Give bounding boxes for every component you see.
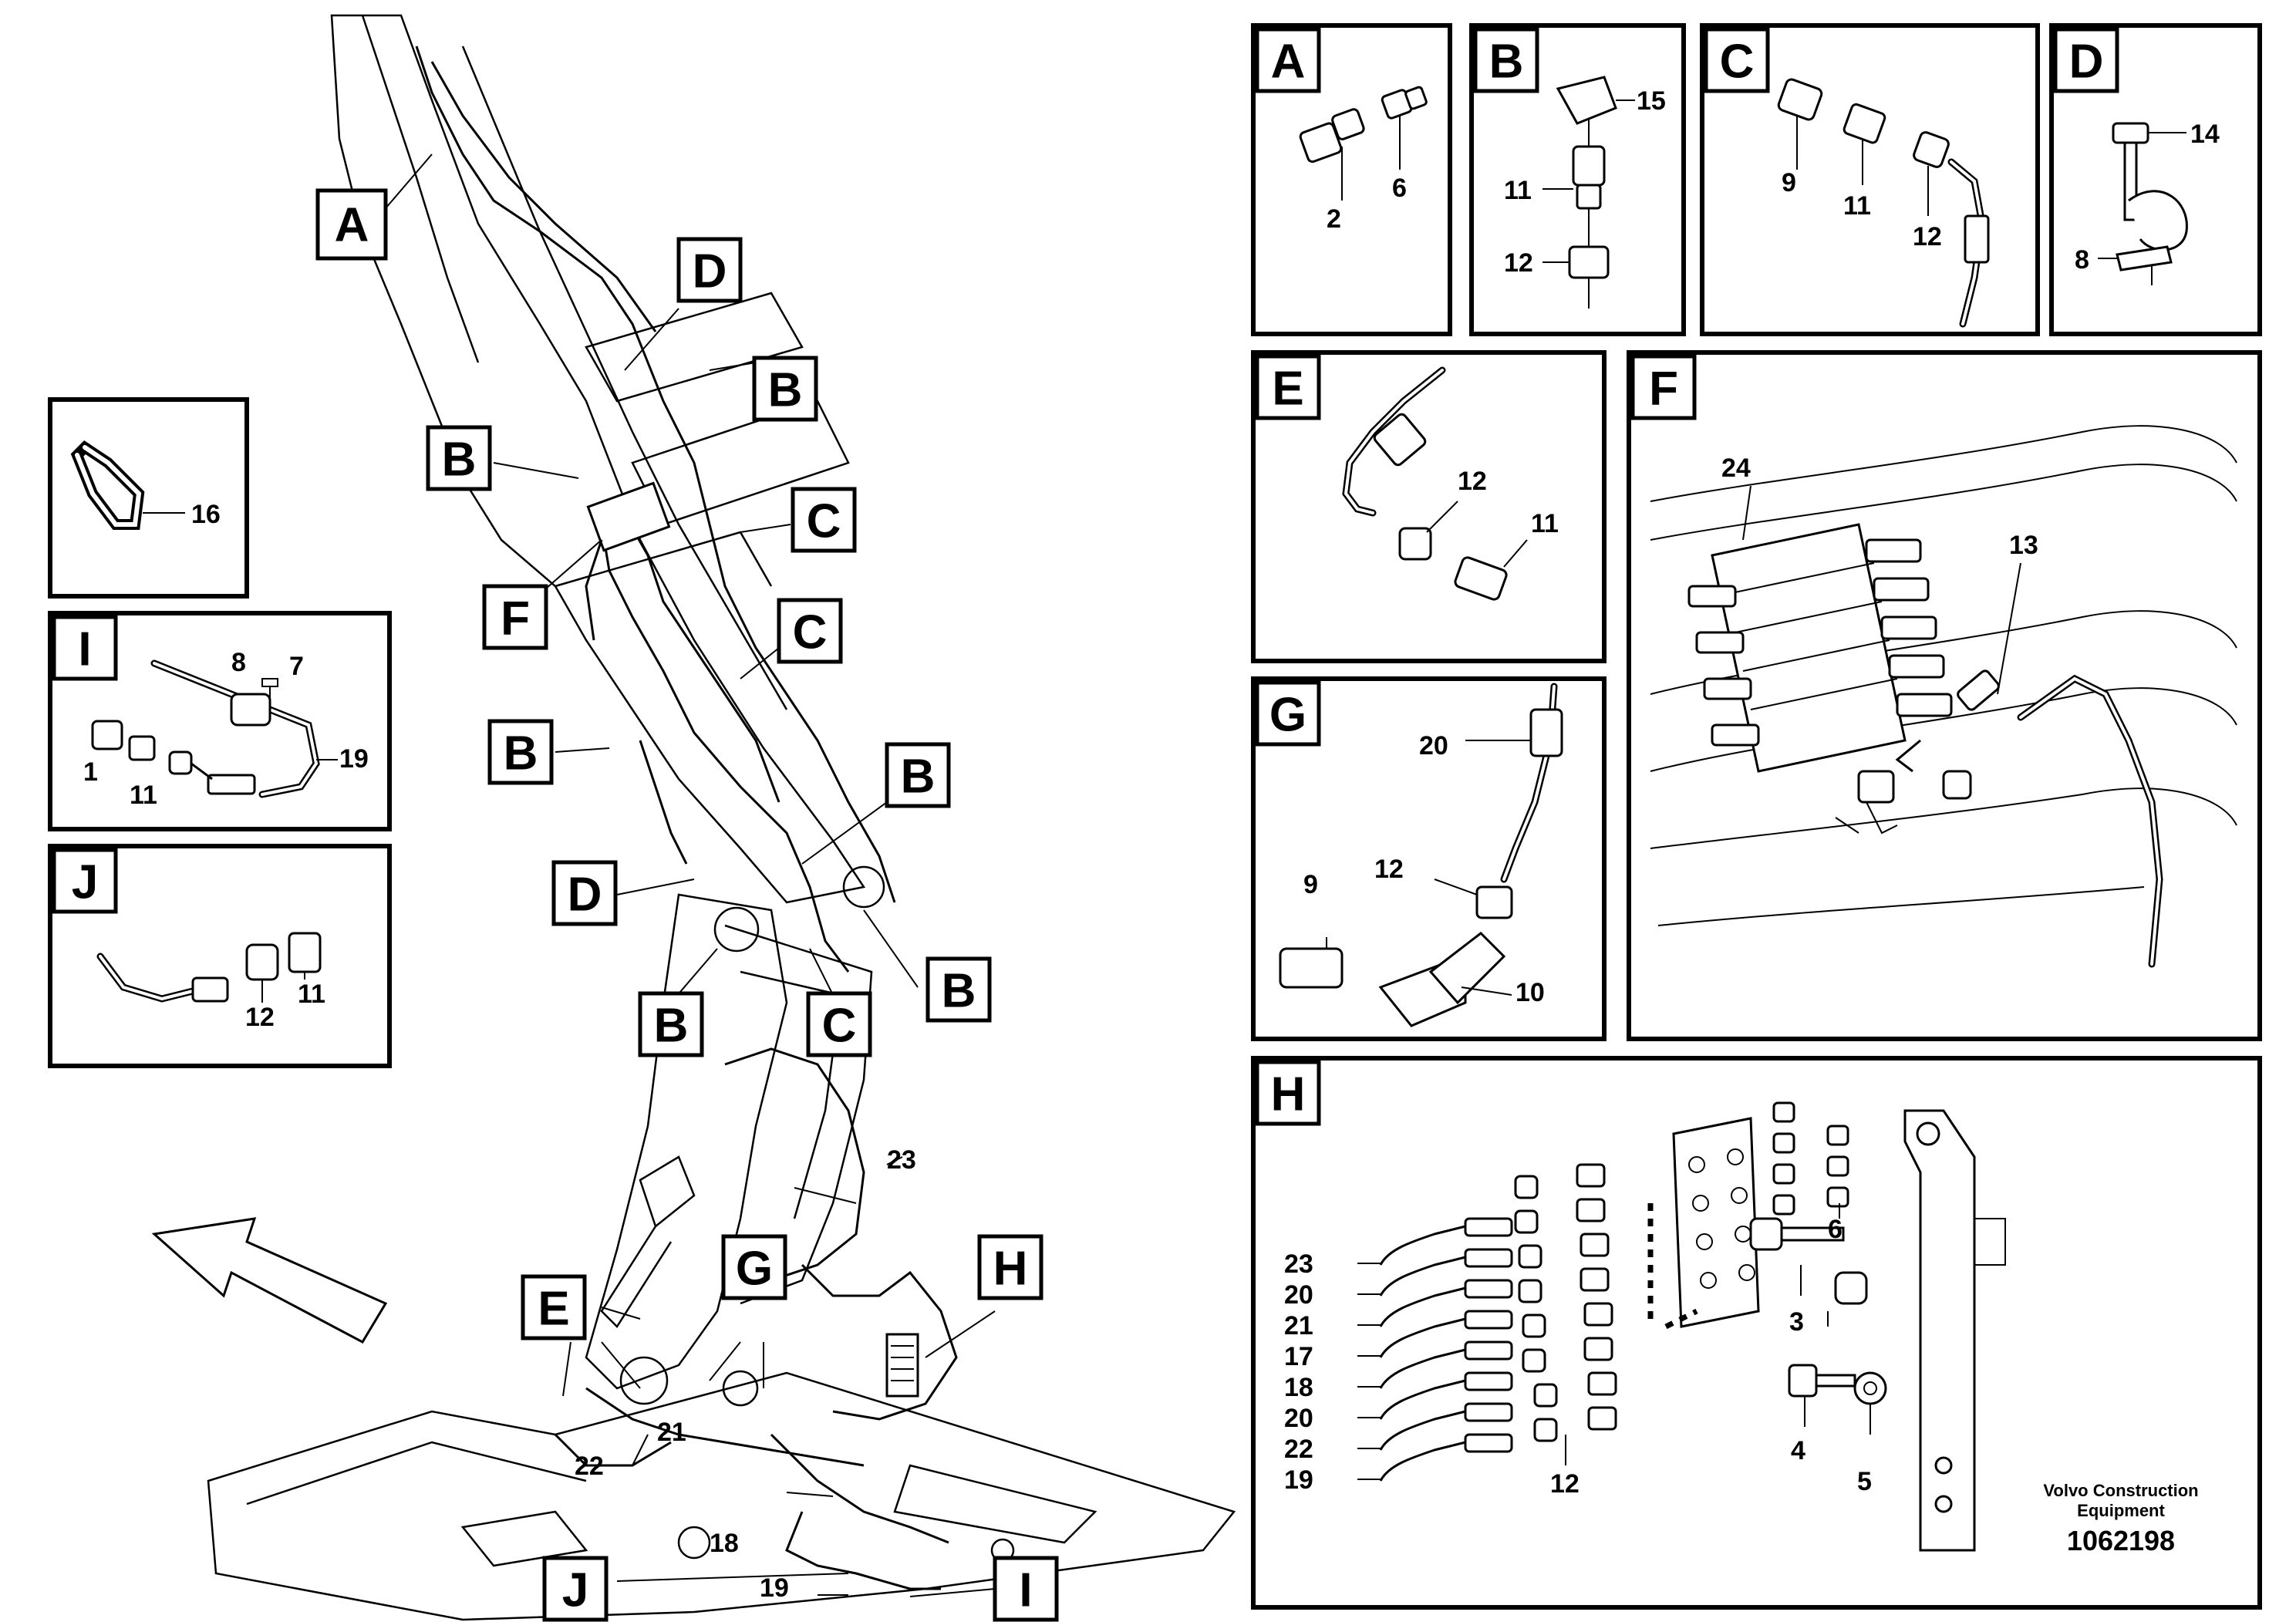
callout-g: G [736, 1243, 773, 1296]
part-number: 12 [245, 1003, 275, 1032]
panel-tag-f: F [1649, 363, 1678, 416]
part-number: 22 [575, 1452, 604, 1481]
part-number: 21 [657, 1418, 686, 1447]
brand-name-line2: Equipment [2077, 1501, 2165, 1520]
callout-f: F [501, 592, 530, 646]
harness-routing [415, 46, 958, 1590]
part-number: 14 [2190, 120, 2220, 149]
part-number: 19 [339, 744, 369, 774]
detail-panel-a: A 2 6 [1251, 23, 1452, 336]
callout-c: C [822, 1000, 857, 1053]
detail-panel-g: G 20 9 12 10 [1251, 676, 1607, 1041]
part-number: 18 [1284, 1373, 1313, 1402]
panel-tag-e: E [1272, 363, 1303, 416]
part-number: 11 [1843, 191, 1871, 221]
part-number: 8 [2075, 245, 2089, 275]
part-number: 15 [1637, 86, 1666, 116]
part-number: 19 [1284, 1465, 1313, 1495]
panel-tag-c: C [1720, 35, 1755, 89]
callout-b: B [768, 364, 803, 417]
part-number: 23 [887, 1145, 916, 1175]
part-number: 9 [1782, 168, 1796, 197]
panel-tag-g: G [1269, 689, 1306, 742]
main-part-numbers: 23 21 22 18 19 [575, 1145, 916, 1603]
part-number: 11 [1504, 176, 1532, 205]
callout-e: E [538, 1283, 569, 1336]
callout-i: I [1019, 1564, 1032, 1617]
part-number: 20 [1284, 1404, 1313, 1433]
callout-leaders [385, 153, 996, 1597]
callout-a: A [335, 199, 369, 252]
part-number: 20 [1419, 731, 1448, 760]
callout-c: C [793, 606, 828, 659]
panel-tag-d: D [2069, 35, 2104, 89]
part-number: 5 [1857, 1467, 1872, 1496]
part-number: 17 [1284, 1342, 1313, 1371]
part-number: 11 [298, 980, 325, 1009]
part-number: 6 [1392, 174, 1407, 203]
main-callouts: A D B B C F C B B D B B C E G H J [315, 188, 1059, 1622]
part-number: 12 [1458, 467, 1487, 496]
part-number: 24 [1721, 454, 1751, 483]
part-number: 2 [1327, 204, 1341, 234]
callout-b: B [901, 750, 936, 804]
callout-b: B [942, 965, 976, 1018]
part-number: 11 [130, 781, 157, 810]
panel-tag-h: H [1271, 1068, 1306, 1121]
detail-panel-c: C 9 11 12 [1700, 23, 2040, 336]
part-number: 11 [1531, 509, 1559, 538]
part-number: 23 [1284, 1249, 1313, 1279]
panel-tag-a: A [1271, 35, 1306, 89]
part-number: 12 [1550, 1469, 1580, 1499]
callout-b: B [504, 727, 538, 781]
brand-name: Volvo Construction [2043, 1481, 2198, 1500]
part-number: 21 [1284, 1311, 1313, 1340]
detail-panel-d: D 14 8 [2049, 23, 2262, 336]
callout-h: H [993, 1243, 1028, 1296]
document-number: 1062198 [2067, 1525, 2175, 1556]
part-number: 20 [1284, 1280, 1313, 1310]
part-number: 13 [2009, 531, 2038, 560]
detail-panel-e: E 12 11 [1251, 350, 1607, 663]
part-number: 12 [1374, 855, 1404, 884]
detail-panel-h: H [1251, 1056, 2262, 1610]
callout-c: C [807, 495, 841, 548]
panel-tag-j: J [72, 856, 98, 909]
part-number: 22 [1284, 1435, 1313, 1464]
part-number: 12 [1913, 222, 1942, 251]
callout-d: D [568, 868, 602, 922]
callout-j: J [562, 1564, 588, 1617]
part-number: 9 [1303, 870, 1318, 899]
callout-b: B [654, 1000, 689, 1053]
callout-b: B [442, 433, 477, 487]
detail-panel-f: F 24 13 [1627, 350, 2262, 1041]
part-number: 4 [1791, 1436, 1805, 1465]
part-number: 6 [1828, 1215, 1843, 1244]
detail-strap: 16 [48, 397, 249, 599]
detail-panel-i: I 8 7 1 11 19 [48, 611, 392, 831]
detail-panel-j: J 12 11 [48, 844, 392, 1068]
part-number: 10 [1515, 978, 1545, 1007]
part-number: 8 [231, 648, 246, 677]
part-number: 1 [83, 757, 98, 787]
callout-d: D [693, 245, 727, 298]
direction-arrow-icon [151, 1217, 388, 1344]
panel-tag-b: B [1489, 35, 1524, 89]
part-number: 12 [1504, 248, 1533, 278]
part-number: 3 [1789, 1307, 1804, 1337]
part-number: 19 [760, 1573, 789, 1603]
part-number: 16 [191, 500, 221, 529]
part-number: 7 [289, 652, 304, 681]
detail-panel-b: B 15 11 12 [1469, 23, 1686, 336]
part-number: 18 [710, 1529, 739, 1558]
panel-tag-i: I [78, 623, 91, 676]
